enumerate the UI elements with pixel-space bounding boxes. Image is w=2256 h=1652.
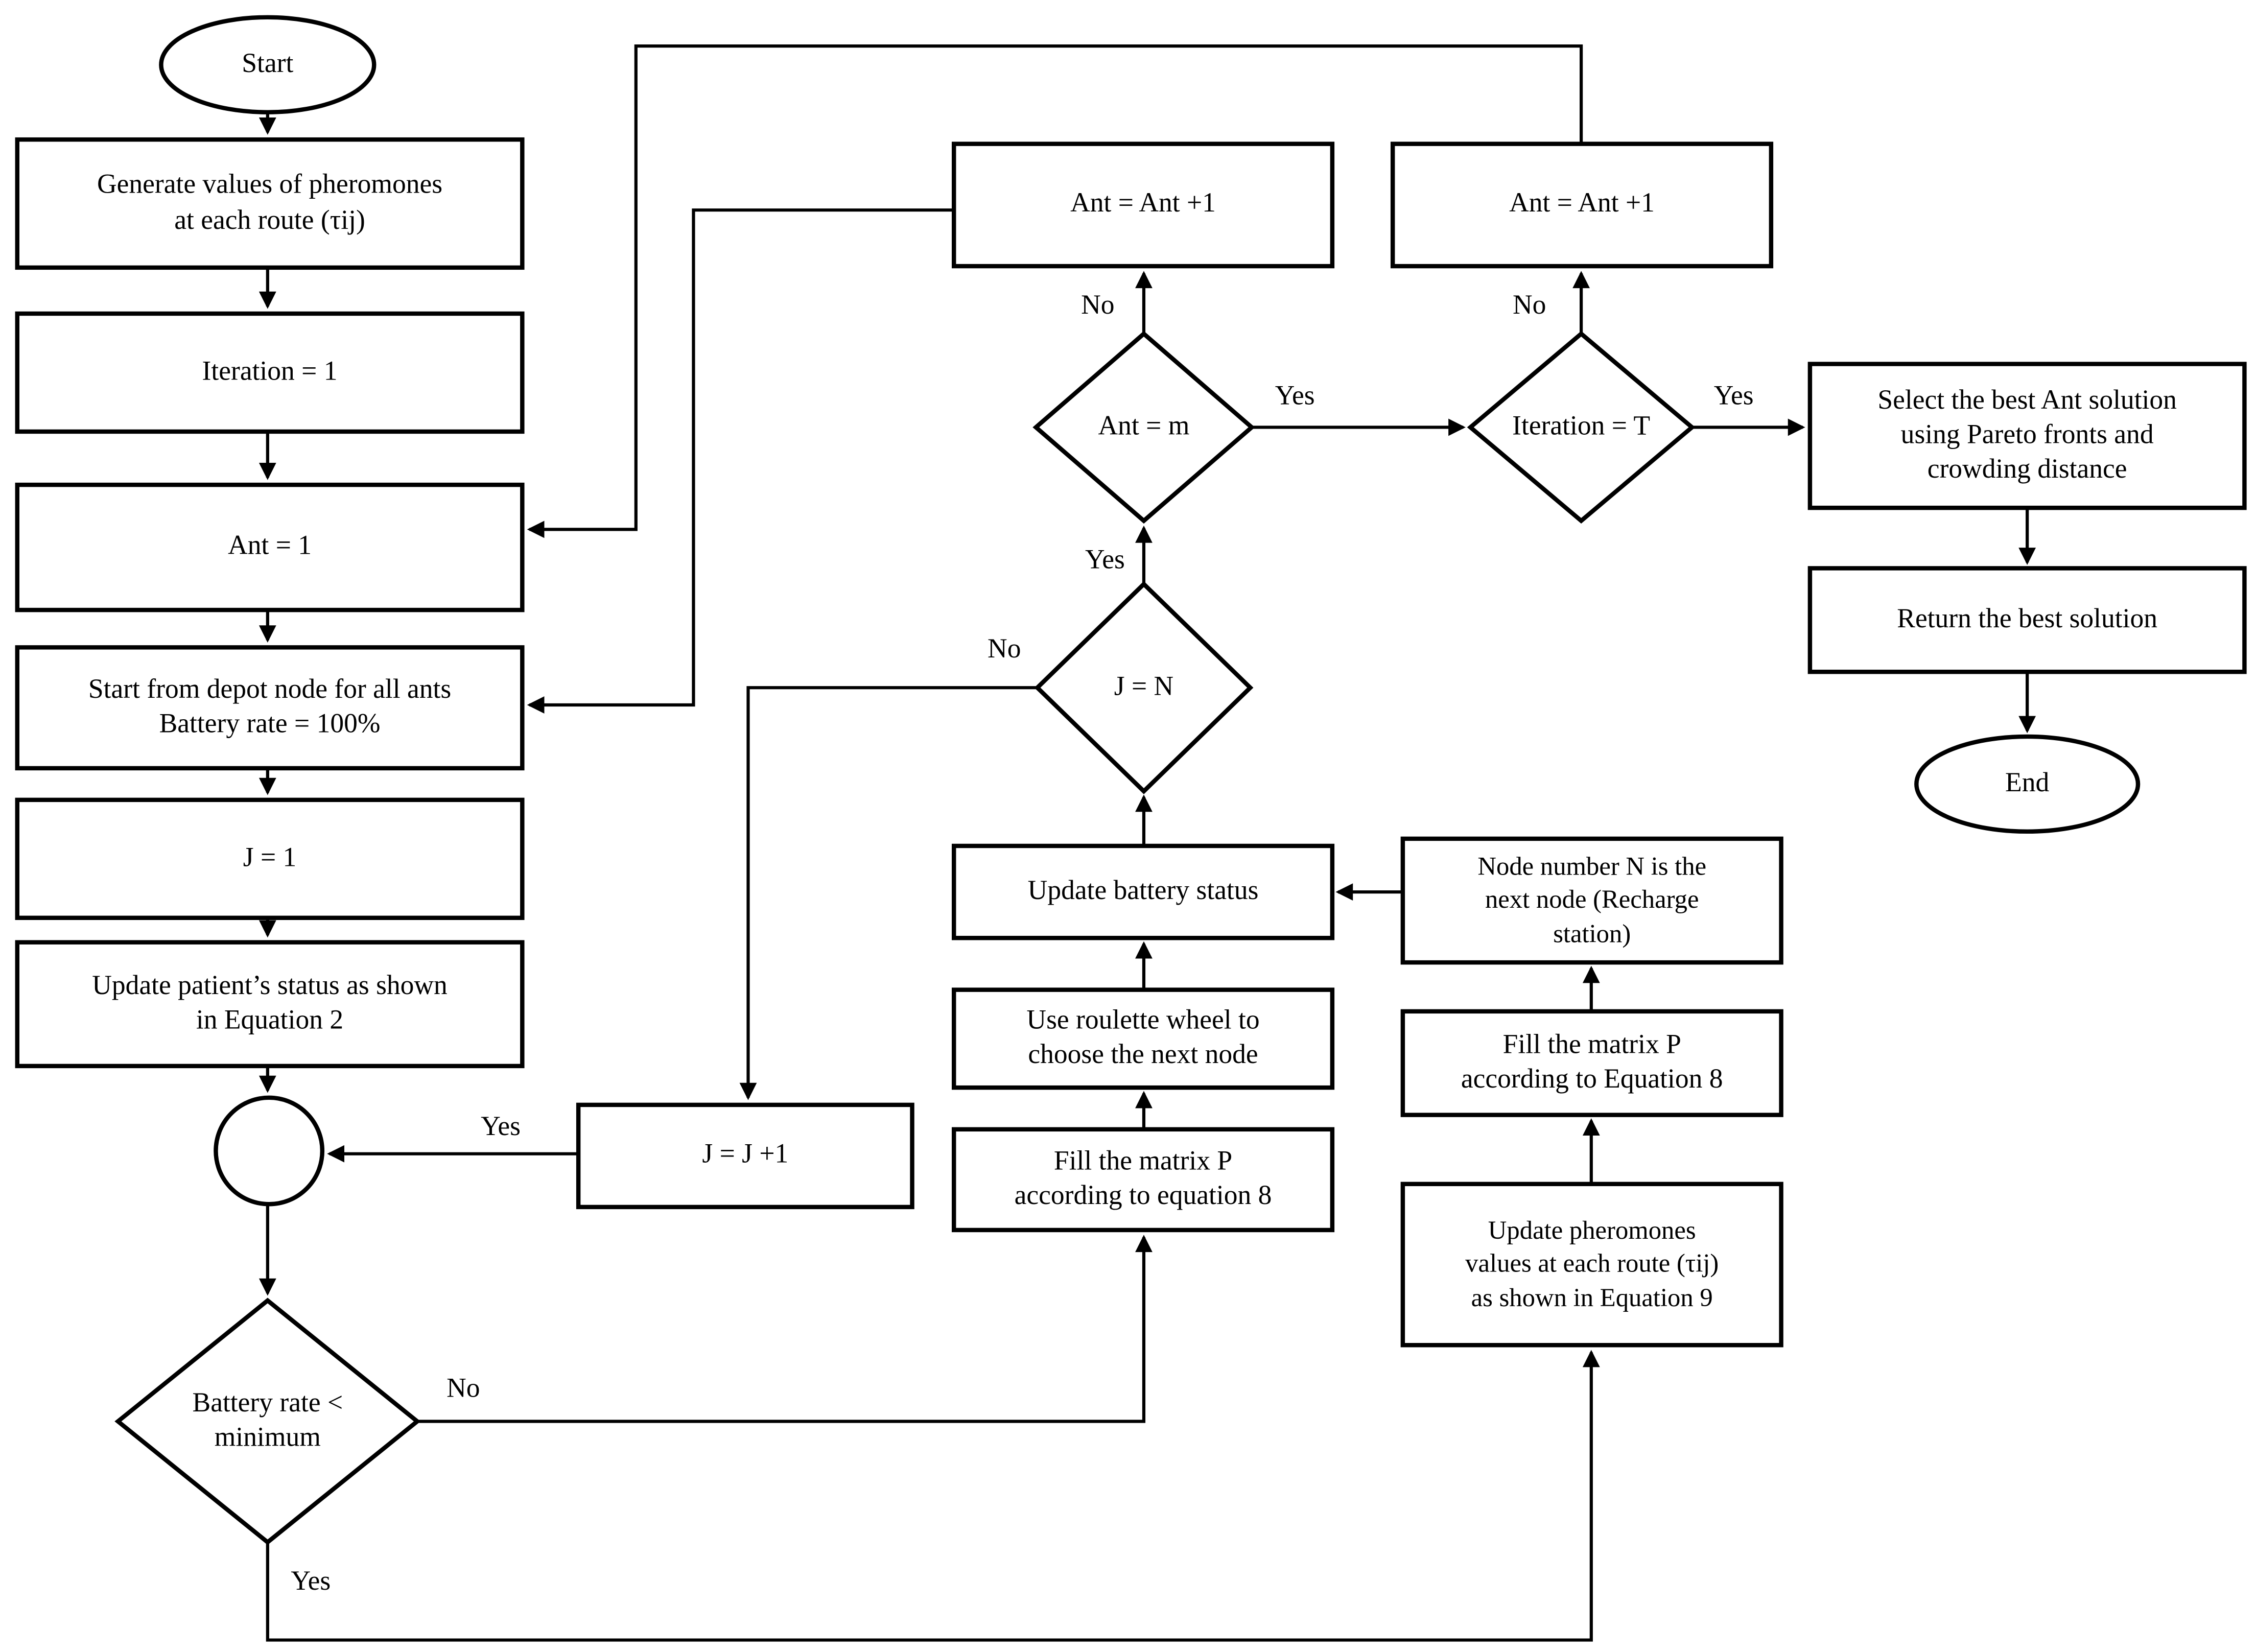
node-jn-diamond-shape xyxy=(1034,581,1254,794)
node-junction-shape xyxy=(214,1095,325,1207)
node-jj1-shape xyxy=(576,1102,914,1210)
node-return-best-shape xyxy=(1807,566,2247,674)
node-fillp-mid-shape xyxy=(951,1127,1335,1233)
node-iteration-shape xyxy=(15,311,525,434)
node-depot-shape xyxy=(15,645,525,771)
node-update-pher-shape xyxy=(1400,1182,1783,1348)
node-end-shape xyxy=(1914,734,2141,834)
node-ant-plus-mid-shape xyxy=(951,141,1335,269)
node-ant1-shape xyxy=(15,482,525,612)
node-roulette-shape xyxy=(951,987,1335,1090)
node-iter-t-diamond-shape xyxy=(1467,331,1696,524)
node-update-patient-shape xyxy=(15,940,525,1069)
node-update-battery-shape xyxy=(951,843,1335,940)
node-node-number-shape xyxy=(1400,836,1783,965)
node-j1-shape xyxy=(15,797,525,921)
edge-jn-no xyxy=(739,686,1038,1100)
edge-battery-yes xyxy=(266,1350,1600,1642)
node-fillp-right-shape xyxy=(1400,1009,1783,1117)
node-battery-diamond-shape xyxy=(114,1297,421,1545)
node-ant-plus-right-shape xyxy=(1390,141,1774,269)
node-ant-m-diamond-shape xyxy=(1032,331,1255,524)
edge-antplusright-ant1 xyxy=(527,44,1583,538)
node-select-best-shape xyxy=(1807,362,2247,510)
node-generate-shape xyxy=(15,137,525,270)
edge-battery-no xyxy=(417,1235,1153,1423)
edge-antplusmid-depot xyxy=(527,208,954,714)
node-start-shape xyxy=(159,15,377,114)
